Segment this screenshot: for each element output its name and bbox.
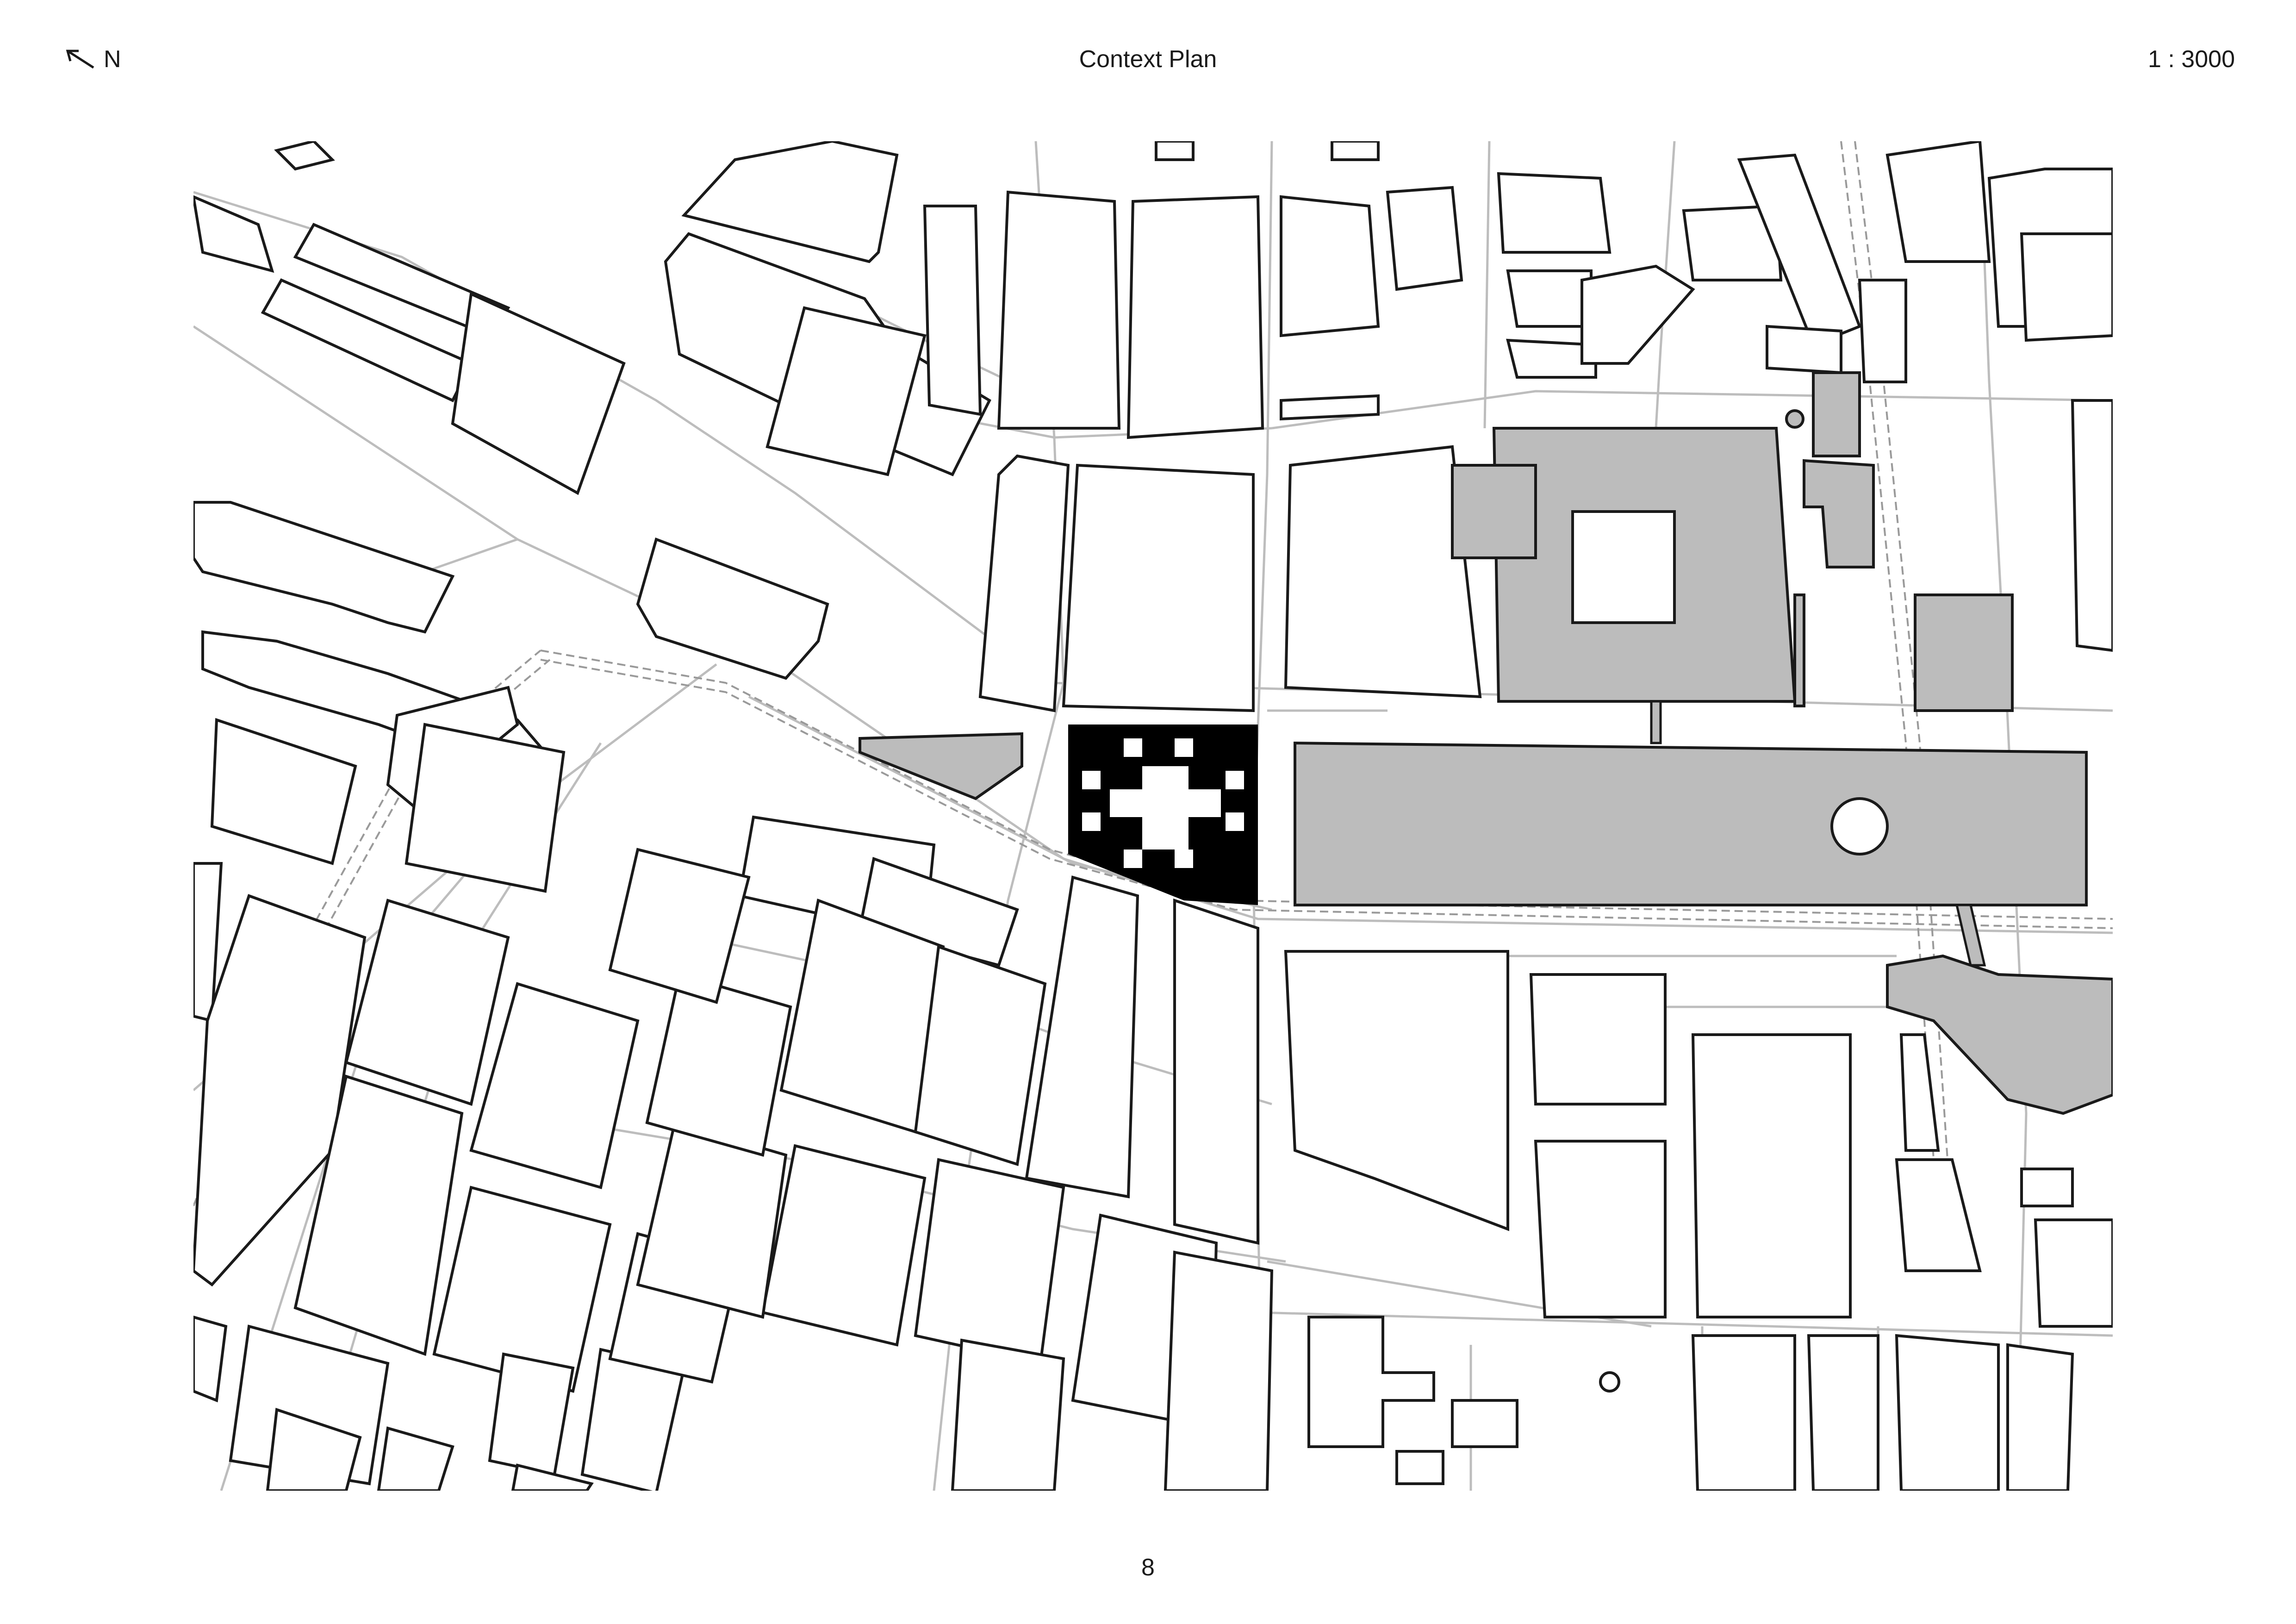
scale-label: 1 : 3000 xyxy=(2148,46,2235,73)
north-indicator: N xyxy=(65,45,121,73)
bridges xyxy=(1650,700,1986,967)
building-blocks xyxy=(193,141,2113,1491)
page-title: Context Plan xyxy=(1079,46,1217,73)
context-plan-map xyxy=(193,141,2113,1491)
project-site xyxy=(1068,725,1258,905)
page-number: 8 xyxy=(1141,1554,1155,1581)
north-label: N xyxy=(104,46,121,73)
north-arrow-icon xyxy=(66,50,94,69)
courtyards xyxy=(1571,409,1889,1393)
